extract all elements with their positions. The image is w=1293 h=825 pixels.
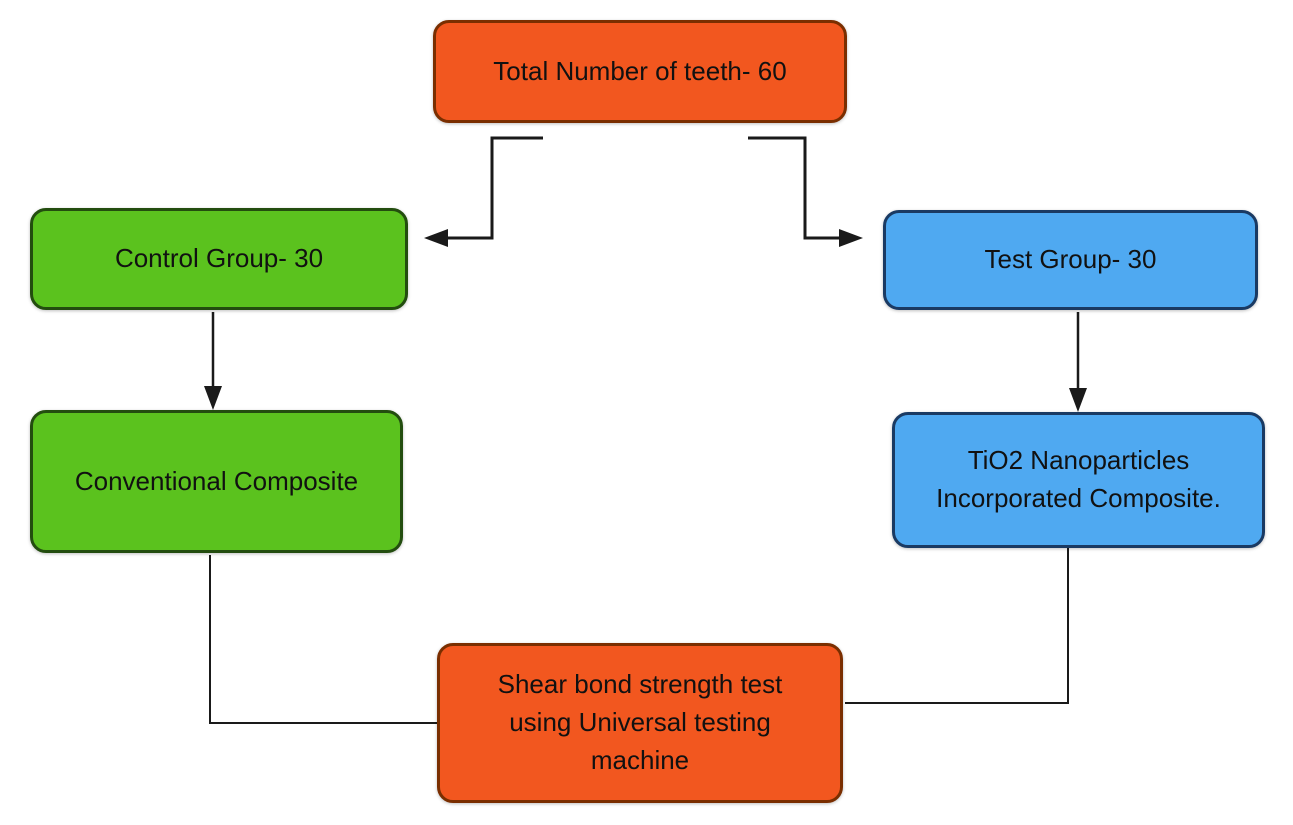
- connector-total-to-test: [748, 136, 863, 247]
- arrowhead-down-icon: [204, 386, 222, 410]
- arrowhead-left-icon: [424, 229, 448, 247]
- node-test-group-label: Test Group- 30: [984, 244, 1157, 275]
- connector-conventional-to-shear: [209, 555, 437, 724]
- node-test-group: Test Group- 30: [883, 210, 1258, 310]
- node-total-teeth-label: Total Number of teeth- 60: [493, 55, 787, 86]
- node-tio2-composite: TiO2 Nanoparticles Incorporated Composit…: [892, 412, 1265, 548]
- node-shear-bond-test-label: Shear bond strength test using Universal…: [497, 669, 783, 775]
- connector-control-to-conventional: [204, 312, 222, 410]
- node-tio2-composite-label: TiO2 Nanoparticles Incorporated Composit…: [936, 445, 1221, 513]
- connector-test-to-tio2: [1069, 312, 1087, 412]
- connector-tio2-to-shear: [845, 548, 1069, 704]
- connector-total-to-control: [424, 136, 543, 247]
- node-total-teeth: Total Number of teeth- 60: [433, 20, 847, 123]
- node-control-group: Control Group- 30: [30, 208, 408, 310]
- node-control-group-label: Control Group- 30: [114, 243, 324, 274]
- node-conventional-composite-label: Conventional Composite: [74, 465, 359, 496]
- node-shear-bond-test: Shear bond strength test using Universal…: [437, 643, 843, 803]
- arrowhead-down-icon: [1069, 388, 1087, 412]
- arrowhead-right-icon: [839, 229, 863, 247]
- node-conventional-composite: Conventional Composite: [30, 410, 403, 553]
